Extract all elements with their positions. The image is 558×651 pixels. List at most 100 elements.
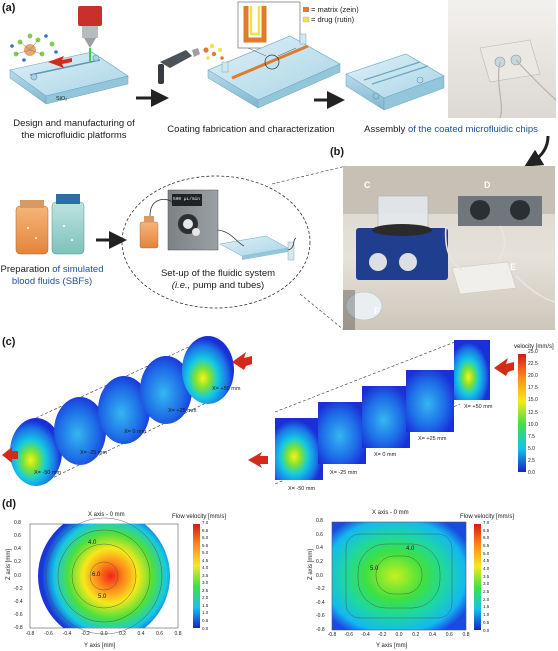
manufacturing-chip-illustration bbox=[9, 6, 129, 105]
plot1-colorbar-tick: 2.0 bbox=[202, 595, 209, 601]
velocity-colorbar-tick: 5.0 bbox=[528, 445, 535, 452]
panel-label-b: (b) bbox=[330, 146, 345, 158]
photo-label-f: F bbox=[374, 306, 380, 316]
flow-colorbar-2 bbox=[474, 524, 481, 630]
plot2-ytick: 0.8 bbox=[316, 518, 323, 524]
zoom-line-bottom bbox=[299, 293, 345, 331]
outlet-arrow bbox=[232, 352, 252, 370]
coating-caption: Coating fabrication and characterization bbox=[167, 124, 335, 135]
matrix-legend-label: = matrix (zein) bbox=[311, 5, 359, 14]
coating-chip-illustration bbox=[158, 1, 341, 109]
plot1-colorbar-tick: 0.5 bbox=[202, 617, 209, 623]
plot1-colorbar-tick: 2.5 bbox=[202, 587, 209, 593]
velocity-colorbar-tick: 7.5 bbox=[528, 433, 535, 440]
drug-legend-label: = drug (rutin) bbox=[311, 15, 355, 24]
photo-label-c: C bbox=[364, 180, 371, 190]
sbf-bottles-illustration bbox=[15, 194, 85, 255]
velocity-section-x-minus-50 bbox=[10, 418, 62, 486]
pos-label-cyl-3: X= 0 mm bbox=[124, 429, 147, 435]
plot1-colorbar-tick: 3.0 bbox=[202, 580, 209, 586]
plot1-title: X axis - 0 mm bbox=[88, 512, 125, 518]
velocity-colorbar-tick: 2.5 bbox=[528, 457, 535, 464]
plot1-ytick: 0.2 bbox=[14, 559, 21, 566]
plot2-colorbar-tick: 3.5 bbox=[483, 573, 490, 579]
plot1-ytick: 0.8 bbox=[14, 520, 21, 526]
velocity-colorbar-tick: 15.0 bbox=[528, 397, 538, 404]
plot1-colorbar-tick: 1.0 bbox=[202, 610, 209, 616]
pos-label-sq-5: X= +50 mm bbox=[464, 404, 493, 410]
plot2-colorbar-tick: 4.0 bbox=[483, 566, 490, 572]
plot1-xtick: 0.2 bbox=[119, 631, 126, 637]
cylindrical-channel-sections bbox=[2, 336, 252, 487]
plot1-xlabel: Y axis [mm] bbox=[84, 643, 116, 649]
plot2-colorbar-tick: 4.5 bbox=[483, 558, 490, 564]
plot1-colorbar-tick: 1.5 bbox=[202, 602, 209, 608]
design-caption: Design and manufacturing of the microflu… bbox=[13, 118, 135, 141]
velocity-square-x-plus-50 bbox=[454, 340, 490, 400]
setup-caption: Set-up of the fluidic system (i.e., pump… bbox=[160, 268, 276, 291]
experimental-setup-photo bbox=[343, 166, 556, 330]
plot1-ytick: 0.4 bbox=[14, 546, 21, 553]
velocity-section-x-minus-25 bbox=[54, 397, 106, 465]
plot2-colorbar-tick: 0.5 bbox=[483, 619, 490, 625]
velocity-square-x-minus-25 bbox=[318, 402, 366, 464]
plot2-xtick: -0.8 bbox=[327, 632, 337, 638]
plot1-contour-label-2: 6.0 bbox=[92, 572, 101, 578]
velocity-colorbar bbox=[518, 354, 526, 472]
plot1-contour-label-1: 4.0 bbox=[88, 540, 97, 546]
plot1-colorbar-tick: 6.0 bbox=[202, 535, 209, 541]
drug-legend-swatch bbox=[302, 16, 310, 23]
plot2-xtick: 0.4 bbox=[429, 632, 436, 638]
plot1-colorbar-tick: 4.0 bbox=[202, 565, 209, 571]
plot1-colorbar-tick: 5.5 bbox=[202, 542, 209, 548]
plot2-colorbar-tick: 1.0 bbox=[483, 612, 490, 618]
plot1-ytick: -0.6 bbox=[14, 611, 23, 618]
plot2-colorbar-tick: 6.5 bbox=[483, 527, 490, 533]
velocity-square-x-minus-50 bbox=[275, 418, 323, 480]
panel-label-c: (c) bbox=[2, 336, 16, 348]
assembled-chip-illustration bbox=[345, 53, 445, 111]
plot1-ytick: -0.4 bbox=[14, 598, 23, 605]
plot1-xtick: -0.2 bbox=[81, 631, 90, 637]
plot2-colorbar-tick: 2.5 bbox=[483, 589, 490, 595]
plot2-ytick: 0.0 bbox=[316, 572, 323, 579]
plot2-colorbar-tick: 6.0 bbox=[483, 535, 490, 541]
plot1-colorbar-tick: 5.0 bbox=[202, 550, 209, 556]
plot1-colorbar-title: Flow velocity [mm/s] bbox=[172, 514, 227, 520]
velocity-section-x-plus-50 bbox=[182, 336, 234, 404]
plot2-colorbar-tick: 5.0 bbox=[483, 550, 490, 556]
velocity-colorbar-tick: 0.0 bbox=[528, 470, 535, 476]
assembly-caption: Assembly of the coated microfluidic chip… bbox=[364, 124, 538, 135]
plot2-ytick: -0.8 bbox=[316, 627, 325, 633]
pos-label-sq-2: X= -25 mm bbox=[330, 470, 358, 476]
velocity-section-x-0 bbox=[98, 376, 150, 444]
plot2-ytick: 0.4 bbox=[316, 545, 323, 552]
panel-label-d: (d) bbox=[2, 498, 17, 510]
flow-colorbar-1 bbox=[193, 524, 200, 628]
velocity-colorbar-tick: 12.5 bbox=[528, 409, 538, 416]
plot2-colorbar-title: Flow velocity [mm/s] bbox=[460, 514, 515, 520]
plot2-colorbar-tick: 2.0 bbox=[483, 596, 490, 602]
photo-label-e: E bbox=[510, 262, 517, 272]
plot2-colorbar-tick: 1.5 bbox=[483, 604, 490, 610]
plot1-xtick: 0.8 bbox=[174, 631, 182, 637]
plot2-xtick: 0.2 bbox=[412, 632, 420, 638]
contour-plot-square bbox=[331, 521, 467, 631]
photo-label-d: D bbox=[484, 180, 491, 190]
plot1-ytick: -0.8 bbox=[14, 625, 23, 631]
plot2-colorbar-tick: 3.0 bbox=[483, 581, 490, 587]
plot2-ytick: 0.6 bbox=[316, 531, 323, 538]
plot2-colorbar-tick: 5.5 bbox=[483, 543, 490, 549]
plot2-xtick: -0.4 bbox=[361, 632, 370, 638]
zoom-line-top bbox=[271, 165, 347, 185]
plot1-colorbar-tick: 7.0 bbox=[202, 520, 209, 525]
sbf-caption: Preparation of simulated blood fluids (S… bbox=[0, 264, 104, 287]
pos-label-cyl-2: X= -25 mm bbox=[80, 450, 108, 456]
